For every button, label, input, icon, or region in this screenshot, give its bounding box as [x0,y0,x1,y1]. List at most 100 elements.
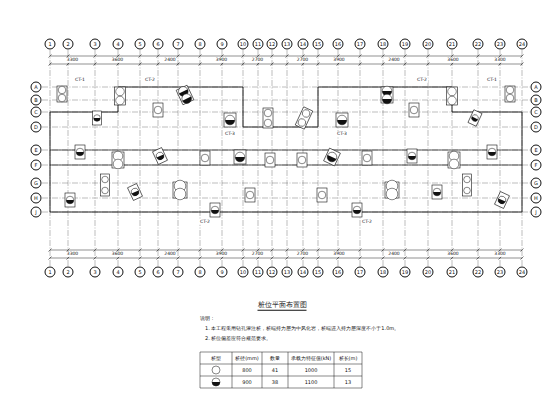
axis-number: 6 [153,39,164,50]
axis-number: 8 [195,267,206,278]
dimension: 3300 [493,58,506,63]
dimension: 3600 [446,252,459,257]
axis-number: 7 [173,39,184,50]
axis-number: 18 [378,267,389,278]
axis-letter: H [531,193,542,204]
axis-letter: A [31,82,42,93]
pile-cap-label: CT-2 [144,78,156,83]
axis-number: 22 [473,267,484,278]
dimension: 2700 [251,58,264,63]
table-cell: 900 [242,380,252,385]
axis-number: 17 [355,39,366,50]
axis-number: 6 [153,267,164,278]
axis-number: 16 [333,267,344,278]
note-text: 2. 桩位偏差应符合规范要求。 [205,336,271,341]
axis-number: 1 [45,267,56,278]
axis-number: 24 [517,39,528,50]
axis-letter: C [531,107,542,118]
dimension: 3900 [332,58,345,63]
note-heading: 说明： [200,316,215,321]
dimension: 3300 [66,58,79,63]
axis-number: 24 [517,267,528,278]
axis-letter: E [531,145,542,156]
table-header: 数量 [270,356,280,361]
axis-letter: D [531,122,542,133]
axis-number: 15 [313,267,324,278]
pile-cap-label: CT-2 [199,220,211,225]
table-cell: 1100 [305,380,318,385]
dimension: 3300 [493,252,506,257]
axis-number: 12 [267,267,278,278]
axis-number: 11 [253,39,264,50]
axis-number: 13 [282,39,293,50]
pile-cap-label: CT-1 [74,78,86,83]
axis-number: 21 [447,39,458,50]
dimension: 2700 [296,252,309,257]
pile-table [200,352,362,388]
axis-number: 11 [253,267,264,278]
axis-number: 22 [473,39,484,50]
axis-number: 4 [113,39,124,50]
pile-cap-label: CT-2 [416,78,428,83]
dimension: 2700 [296,58,309,63]
axis-letter: J [31,207,42,218]
dimension: 3600 [111,58,124,63]
table-cell: 1000 [305,368,318,373]
axis-letter: G [531,178,542,189]
table-header: 承载力特征值(kN) [291,356,332,361]
axis-number: 2 [63,39,74,50]
dimension: 2700 [251,252,264,257]
table-cell: 41 [272,368,278,373]
axis-number: 20 [423,267,434,278]
axis-number: 8 [195,39,206,50]
pile-cap-label: CT-2 [361,220,373,225]
axis-letter: H [31,193,42,204]
table-header: 桩型 [211,356,221,361]
table-cell: 15 [345,368,351,373]
dimension: 3900 [215,58,228,63]
axis-number: 7 [173,267,184,278]
dimension: 2400 [163,58,176,63]
table-cell: 13 [345,380,351,385]
axis-number: 12 [267,39,278,50]
axis-number: 2 [63,267,74,278]
axis-letter: E [31,145,42,156]
table-header: 桩长(m) [339,356,358,361]
axis-letter: C [31,107,42,118]
axis-letter: D [31,122,42,133]
pile-cap-label: CT-3 [336,132,348,137]
axis-number: 5 [135,39,146,50]
axis-number: 21 [447,267,458,278]
axis-letter: F [31,160,42,171]
note-text: 1. 本工程采用钻孔灌注桩，桩端持力层为中风化岩，桩端进入持力层深度不小于1.0… [205,326,399,331]
axis-number: 17 [355,267,366,278]
axis-letter: A [531,82,542,93]
table-cell: 800 [242,368,252,373]
axis-number: 23 [495,39,506,50]
axis-number: 20 [423,39,434,50]
pile-caps [57,84,515,217]
pile-cap-label: CT-1 [486,78,498,83]
axis-number: 18 [378,39,389,50]
axis-number: 15 [313,39,324,50]
axis-number: 19 [400,39,411,50]
pile-cap-label: CT-3 [224,132,236,137]
axis-letter: B [31,95,42,106]
axis-number: 1 [45,39,56,50]
axis-number: 4 [113,267,124,278]
axis-number: 3 [90,267,101,278]
axis-number: 10 [238,267,249,278]
drawing-title: 桩位平面布置图 [258,302,307,311]
table-header: 桩径(mm) [235,356,259,361]
axis-number: 9 [217,267,228,278]
axis-letter: B [531,95,542,106]
axis-number: 14 [298,39,309,50]
axis-number: 13 [282,267,293,278]
dimension: 3600 [111,252,124,257]
axis-number: 5 [135,267,146,278]
axis-letter: G [31,178,42,189]
axis-number: 14 [298,267,309,278]
dimension: 3900 [332,252,345,257]
axis-letter: F [531,160,542,171]
